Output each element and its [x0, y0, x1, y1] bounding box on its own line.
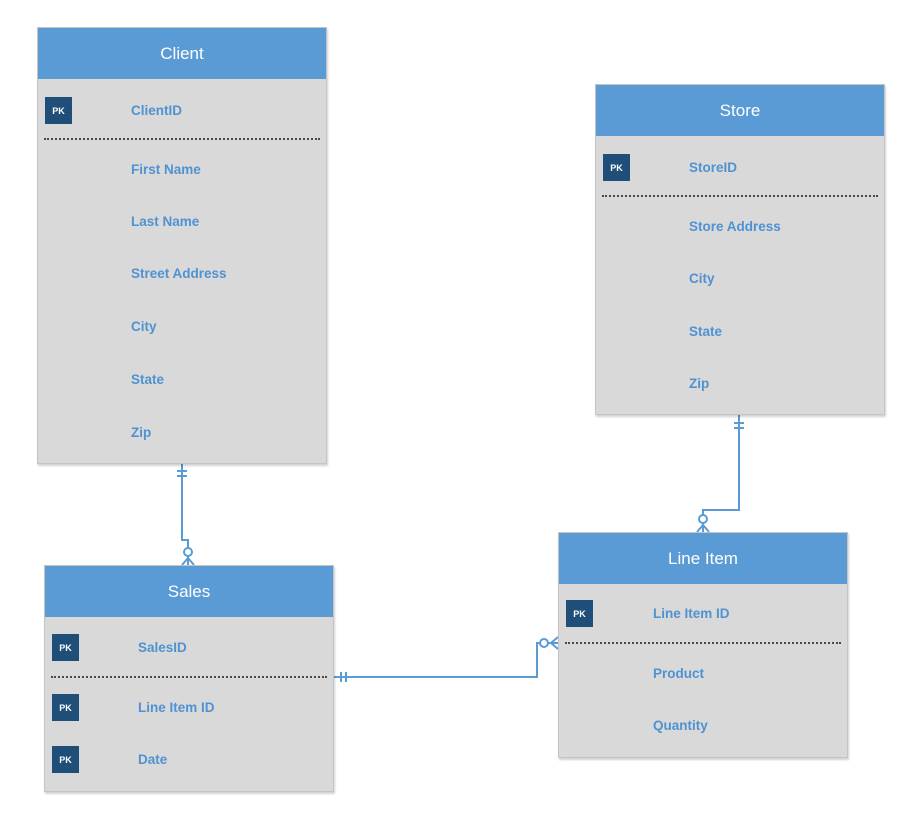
attribute-label: City	[689, 271, 715, 286]
client-pk-row: PK ClientID	[38, 97, 326, 125]
store-entity[interactable]: Store PK StoreID Store Address City Stat…	[595, 84, 885, 415]
attribute-label: Date	[138, 752, 168, 767]
line-item-key-attribute: Line Item ID	[653, 606, 730, 621]
attribute-label: Quantity	[653, 718, 708, 733]
store-key-attribute: StoreID	[689, 160, 738, 175]
key-divider	[565, 642, 841, 644]
store-lineitem-connector	[702, 415, 740, 532]
sales-lineitem-connector	[334, 642, 558, 678]
attribute-label: City	[131, 319, 157, 334]
attribute-row: City	[38, 313, 326, 341]
attribute-row: First Name	[38, 156, 326, 184]
pk-badge: PK	[45, 97, 72, 124]
attribute-row: PK Date	[45, 746, 333, 774]
attribute-row: State	[596, 318, 884, 346]
attribute-row: Product	[559, 660, 847, 688]
key-divider	[44, 138, 320, 140]
attribute-label: Zip	[131, 425, 152, 440]
lineitem-zero-mark	[698, 514, 708, 524]
sales-title: Sales	[45, 566, 333, 617]
sales-zero-mark	[183, 547, 193, 557]
store-title: Store	[596, 85, 884, 136]
pk-badge: PK	[566, 600, 593, 627]
sales-key-attribute: SalesID	[138, 640, 187, 655]
pk-badge: PK	[52, 746, 79, 773]
sales-many-mark	[181, 556, 195, 566]
attribute-row: PK Line Item ID	[45, 694, 333, 722]
pk-badge: PK	[52, 634, 79, 661]
lineitem-many-mark	[696, 523, 710, 533]
key-divider	[51, 676, 327, 678]
pk-badge: PK	[603, 154, 630, 181]
attribute-label: Last Name	[131, 214, 200, 229]
attribute-row: Street Address	[38, 260, 326, 288]
store-pk-row: PK StoreID	[596, 154, 884, 182]
attribute-label: Street Address	[131, 266, 227, 281]
attribute-row: Last Name	[38, 208, 326, 236]
client-entity[interactable]: Client PK ClientID First Name Last Name …	[37, 27, 327, 464]
attribute-label: State	[131, 372, 165, 387]
line-item-entity[interactable]: Line Item PK Line Item ID Product Quanti…	[558, 532, 848, 758]
attribute-label: State	[689, 324, 723, 339]
lineitem-many-mark	[549, 636, 559, 650]
sales-pk-row: PK SalesID	[45, 634, 333, 662]
client-title: Client	[38, 28, 326, 79]
line-item-title: Line Item	[559, 533, 847, 584]
attribute-row: Store Address	[596, 213, 884, 241]
line-item-pk-row: PK Line Item ID	[559, 600, 847, 628]
client-key-attribute: ClientID	[131, 103, 183, 118]
attribute-label: Line Item ID	[138, 700, 215, 715]
attribute-row: State	[38, 366, 326, 394]
pk-badge: PK	[52, 694, 79, 721]
lineitem-zero-mark	[539, 638, 549, 648]
attribute-label: Product	[653, 666, 705, 681]
attribute-row: Quantity	[559, 712, 847, 740]
key-divider	[602, 195, 878, 197]
attribute-row: City	[596, 265, 884, 293]
attribute-label: Zip	[689, 376, 710, 391]
attribute-label: Store Address	[689, 219, 781, 234]
sales-entity[interactable]: Sales PK SalesID PK Line Item ID PK Date	[44, 565, 334, 792]
attribute-row: Zip	[596, 370, 884, 398]
attribute-label: First Name	[131, 162, 201, 177]
attribute-row: Zip	[38, 419, 326, 447]
